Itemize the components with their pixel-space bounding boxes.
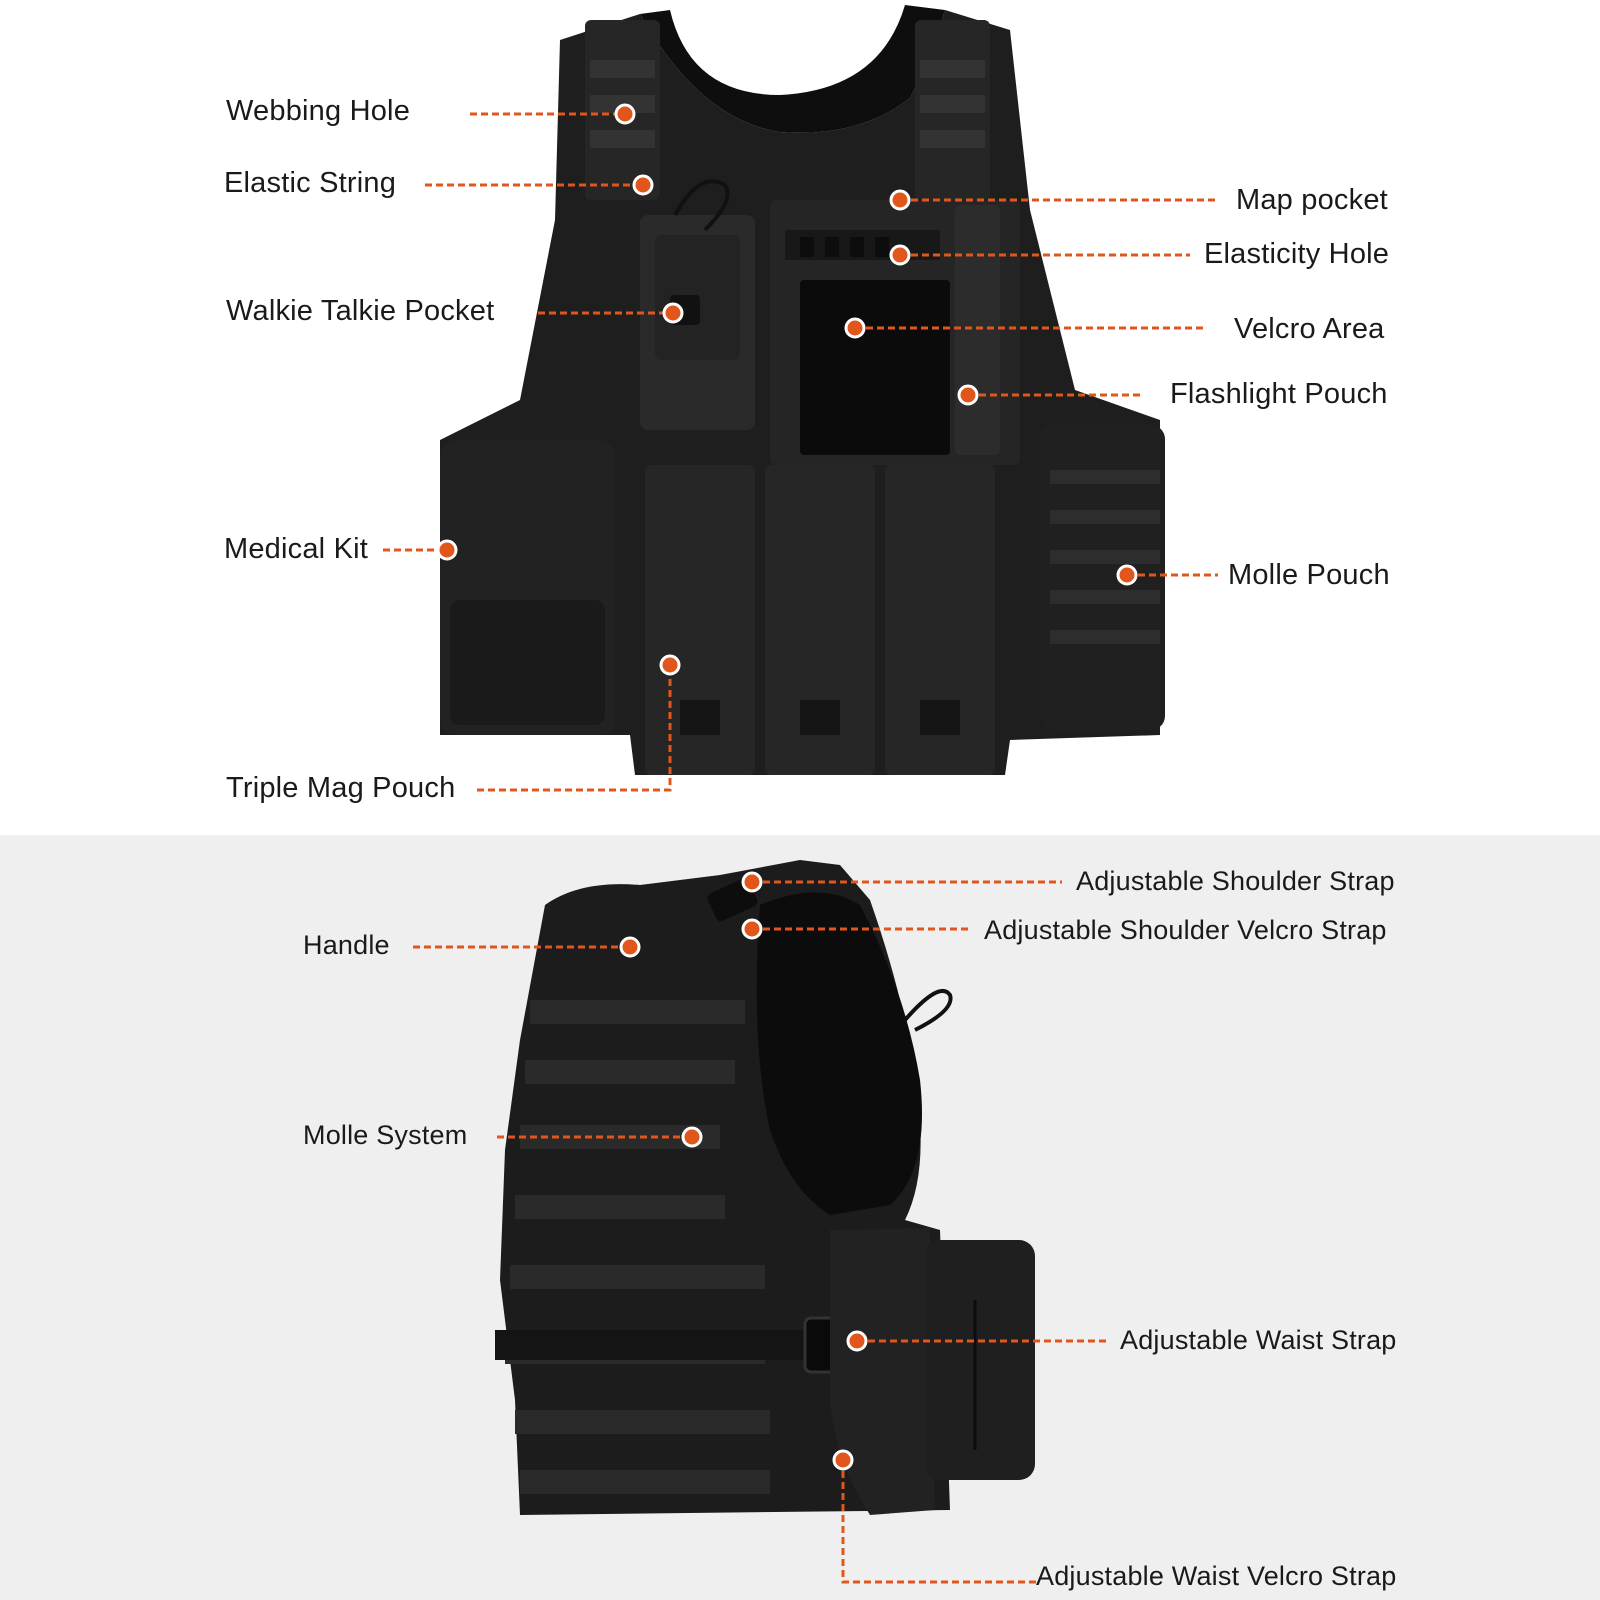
label-flashlight-pouch: Flashlight Pouch (1170, 378, 1388, 410)
front-callout-dots (436, 103, 1138, 676)
label-map-pocket: Map pocket (1236, 184, 1388, 216)
dot-walkie-talkie-pocket (662, 302, 684, 324)
label-velcro-area: Velcro Area (1234, 313, 1385, 345)
front-vest (440, 5, 1165, 775)
dot-elastic-string (632, 174, 654, 196)
label-walkie-talkie-pocket: Walkie Talkie Pocket (226, 295, 495, 327)
velcro-area-shape (800, 280, 950, 455)
label-triple-mag-pouch: Triple Mag Pouch (226, 772, 456, 804)
dot-handle (619, 936, 641, 958)
dot-elasticity-hole (889, 244, 911, 266)
side-vest-armhole (756, 892, 922, 1215)
label-adjustable-waist-velcro-strap: Adjustable Waist Velcro Strap (1036, 1561, 1397, 1591)
dot-molle-system (681, 1126, 703, 1148)
label-elasticity-hole: Elasticity Hole (1204, 238, 1390, 270)
label-webbing-hole: Webbing Hole (226, 95, 411, 127)
mag-pouch-1 (645, 465, 755, 775)
label-elastic-string: Elastic String (224, 167, 397, 199)
label-molle-pouch: Molle Pouch (1228, 559, 1390, 591)
side-leader-lines (413, 880, 1108, 1584)
dot-webbing-hole (614, 103, 636, 125)
side-panel-shape (830, 1228, 935, 1515)
dot-adjustable-shoulder-strap (741, 871, 763, 893)
dot-adjustable-shoulder-velcro-strap (741, 918, 763, 940)
label-molle-system: Molle System (303, 1120, 468, 1150)
dot-map-pocket (889, 189, 911, 211)
mag-pouch-3 (885, 465, 995, 775)
label-adjustable-shoulder-velcro-strap: Adjustable Shoulder Velcro Strap (984, 915, 1387, 945)
label-medical-kit: Medical Kit (224, 533, 369, 565)
dot-adjustable-waist-velcro-strap (832, 1449, 854, 1471)
side-callout-dots (619, 871, 868, 1471)
dot-medical-kit (436, 539, 458, 561)
front-leader-lines (383, 112, 1218, 792)
dot-flashlight-pouch (957, 384, 979, 406)
dot-molle-pouch (1116, 564, 1138, 586)
front-vest-neckline (640, 5, 945, 133)
dot-triple-mag-pouch (659, 654, 681, 676)
label-adjustable-shoulder-strap: Adjustable Shoulder Strap (1076, 866, 1395, 896)
waist-strap-shape (495, 1330, 855, 1360)
label-adjustable-waist-strap: Adjustable Waist Strap (1120, 1325, 1397, 1355)
dot-velcro-area (844, 317, 866, 339)
dot-adjustable-waist-strap (846, 1330, 868, 1352)
mag-pouch-2 (765, 465, 875, 775)
flashlight-pouch-shape (955, 205, 1000, 455)
label-handle: Handle (303, 930, 390, 960)
side-vest (495, 860, 1035, 1515)
molle-pouch-shape (1040, 425, 1165, 730)
side-pouch-shape (925, 1240, 1035, 1480)
